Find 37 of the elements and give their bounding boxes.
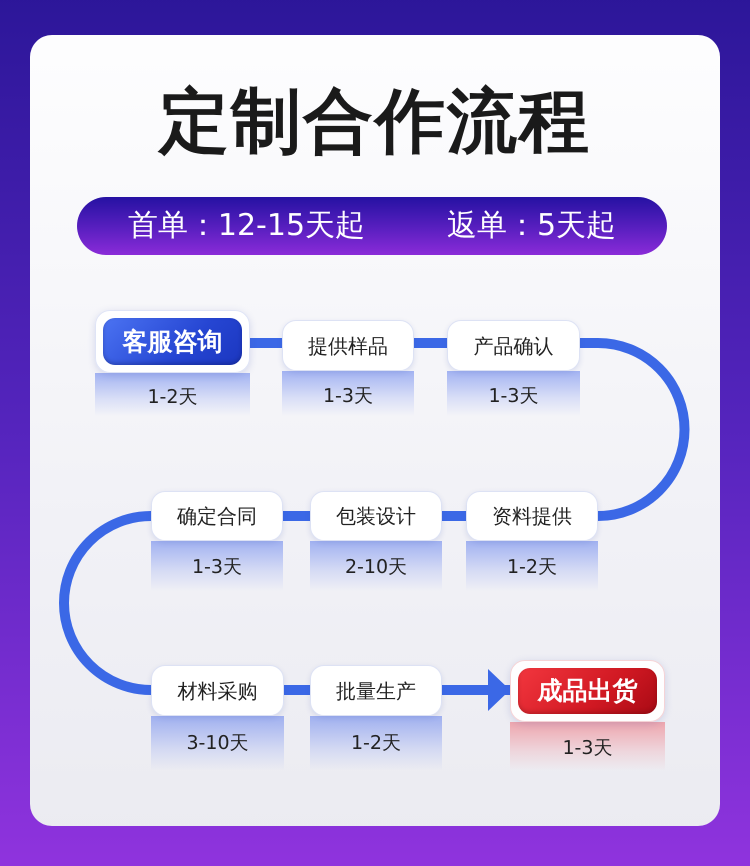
duration-text: 1-3天 (488, 384, 539, 408)
duration-text: 1-2天 (350, 731, 402, 755)
arrow (442, 669, 510, 711)
step-label: 确定合同 (177, 504, 257, 528)
duration-text: 1-2天 (506, 555, 558, 579)
duration-text: 1-3天 (192, 555, 242, 579)
highlight-label: 成品出货 (518, 668, 657, 714)
duration-text: 3-10天 (186, 731, 249, 755)
connector-line (414, 338, 447, 348)
step-card (95, 310, 250, 373)
duration-text: 2-10天 (344, 555, 408, 579)
connector-line (283, 511, 310, 521)
connector-line (250, 338, 282, 348)
step-card (447, 320, 580, 371)
duration-text: 1-2天 (147, 385, 198, 409)
step-card (310, 491, 442, 541)
banner-text: 返单：5天起 (447, 208, 616, 244)
step-label: 材料采购 (178, 678, 258, 702)
step-label: 批量生产 (336, 678, 416, 702)
duration-text: 1-3天 (562, 736, 613, 760)
connector-line (580, 338, 690, 521)
step-label: 产品确认 (474, 334, 554, 358)
step-label: 包装设计 (336, 504, 416, 528)
step-card (151, 491, 283, 541)
step-card (510, 660, 665, 722)
connector-line (284, 685, 310, 695)
step-label: 提供样品 (308, 334, 388, 358)
banner-text: 首单：12-15天起 (128, 208, 366, 244)
step-card (282, 320, 414, 371)
title: 定制合作流程 (156, 79, 592, 164)
duration-text: 1-3天 (322, 384, 374, 408)
step-card (466, 491, 598, 541)
connector-line (442, 511, 466, 521)
step-card (151, 665, 284, 716)
highlight-label: 客服咨询 (103, 318, 242, 365)
step-label: 资料提供 (492, 504, 572, 528)
step-card (310, 665, 442, 716)
